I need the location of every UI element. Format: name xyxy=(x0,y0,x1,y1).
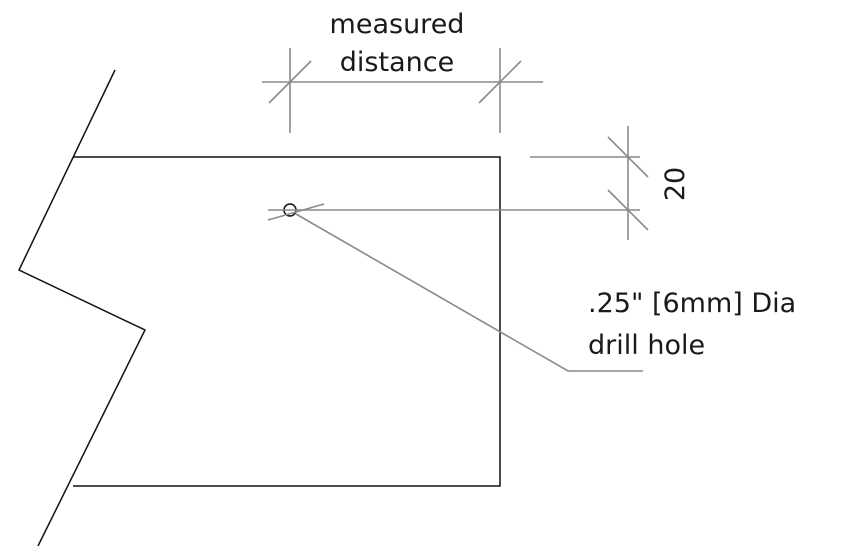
measured-distance-label-line2: distance xyxy=(340,47,454,78)
measured-distance-dimension xyxy=(262,48,543,133)
hole-note-line1: .25" [6mm] Dia xyxy=(588,288,796,319)
plate-outline xyxy=(73,156,501,487)
hole-center-tick xyxy=(267,203,325,221)
edge-offset-label: 20 xyxy=(660,167,691,201)
measured-distance-label-line1: measured xyxy=(330,9,465,40)
edge-offset-dimension xyxy=(268,126,649,240)
tick-left xyxy=(268,60,312,104)
hole-note-leader xyxy=(295,213,643,372)
tick-top xyxy=(607,136,649,178)
hole-note-line2: drill hole xyxy=(588,330,705,361)
tick-bottom xyxy=(607,189,649,231)
tick-right xyxy=(478,60,522,104)
break-line xyxy=(17,69,147,546)
